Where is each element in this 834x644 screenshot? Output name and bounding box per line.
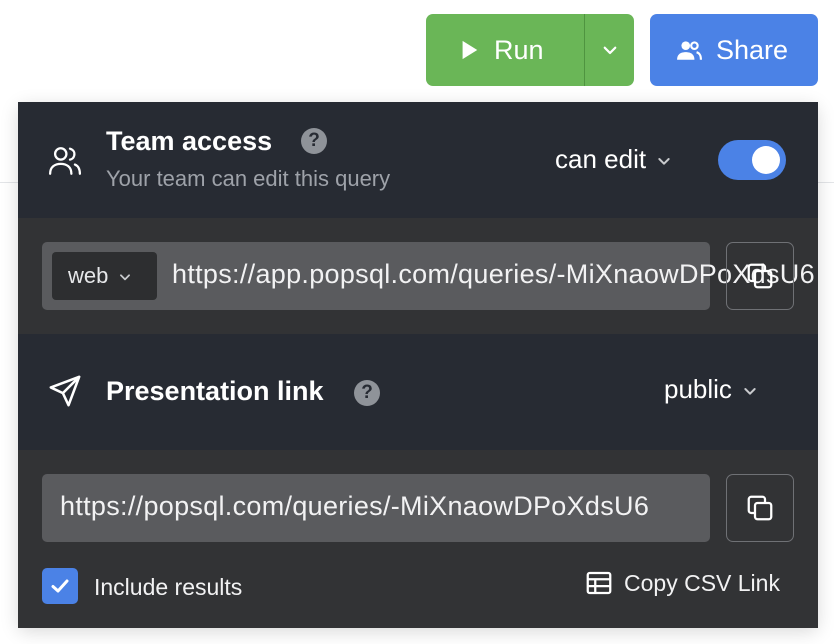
chevron-down-icon xyxy=(744,387,756,395)
run-options-button[interactable] xyxy=(585,14,634,86)
table-icon xyxy=(586,571,612,595)
help-icon[interactable]: ? xyxy=(354,380,380,406)
run-button-group: Run xyxy=(426,14,634,86)
run-divider xyxy=(584,14,585,86)
help-icon[interactable]: ? xyxy=(301,128,327,154)
query-url-field[interactable]: web https://app.popsql.com/queries/-MiXn… xyxy=(42,242,815,310)
chevron-down-icon xyxy=(603,46,616,55)
copy-csv-link-label: Copy CSV Link xyxy=(624,569,780,596)
share-label: Share xyxy=(716,34,789,65)
checkmark-icon xyxy=(51,579,69,593)
presentation-url-field[interactable]: https://popsql.com/queries/-MiXnaowDPoXd… xyxy=(42,474,710,542)
share-popover: Team access ? Your team can edit this qu… xyxy=(18,102,818,628)
play-icon xyxy=(462,40,478,60)
permission-dropdown[interactable]: can edit xyxy=(555,144,672,175)
team-access-toggle[interactable] xyxy=(718,140,786,180)
permission-value: can edit xyxy=(555,144,647,174)
chevron-down-icon xyxy=(658,157,670,165)
include-results-label: Include results xyxy=(94,574,243,600)
presentation-url-text: https://popsql.com/queries/-MiXnaowDPoXd… xyxy=(60,491,650,521)
query-url-text: https://app.popsql.com/queries/-MiXnaowD… xyxy=(172,259,815,289)
link-type-value: web xyxy=(68,263,109,288)
visibility-value: public xyxy=(664,374,732,404)
run-label: Run xyxy=(494,34,544,65)
presentation-link-section: Presentation link ? public xyxy=(18,334,818,450)
users-icon xyxy=(48,147,82,175)
toggle-knob xyxy=(752,146,780,174)
presentation-link-title: Presentation link xyxy=(106,376,324,406)
share-button[interactable]: Share xyxy=(650,14,818,86)
visibility-dropdown[interactable]: public xyxy=(664,374,758,405)
run-button[interactable]: Run xyxy=(426,14,584,86)
copy-presentation-link-button[interactable] xyxy=(726,474,794,542)
send-icon xyxy=(49,375,81,407)
users-icon xyxy=(677,41,702,60)
chevron-down-icon xyxy=(120,274,131,281)
team-access-subtitle: Your team can edit this query xyxy=(106,166,391,191)
link-type-dropdown[interactable]: web xyxy=(52,252,157,300)
team-access-title: Team access xyxy=(106,126,273,156)
copy-icon xyxy=(747,495,773,521)
query-link-section: web https://app.popsql.com/queries/-MiXn… xyxy=(18,218,818,334)
copy-query-link-button[interactable] xyxy=(726,242,794,310)
presentation-url-section: https://popsql.com/queries/-MiXnaowDPoXd… xyxy=(18,450,818,628)
include-results-checkbox[interactable] xyxy=(42,568,78,604)
team-access-section: Team access ? Your team can edit this qu… xyxy=(18,102,818,218)
copy-csv-link-button[interactable]: Copy CSV Link xyxy=(584,568,780,598)
copy-icon xyxy=(747,263,773,289)
